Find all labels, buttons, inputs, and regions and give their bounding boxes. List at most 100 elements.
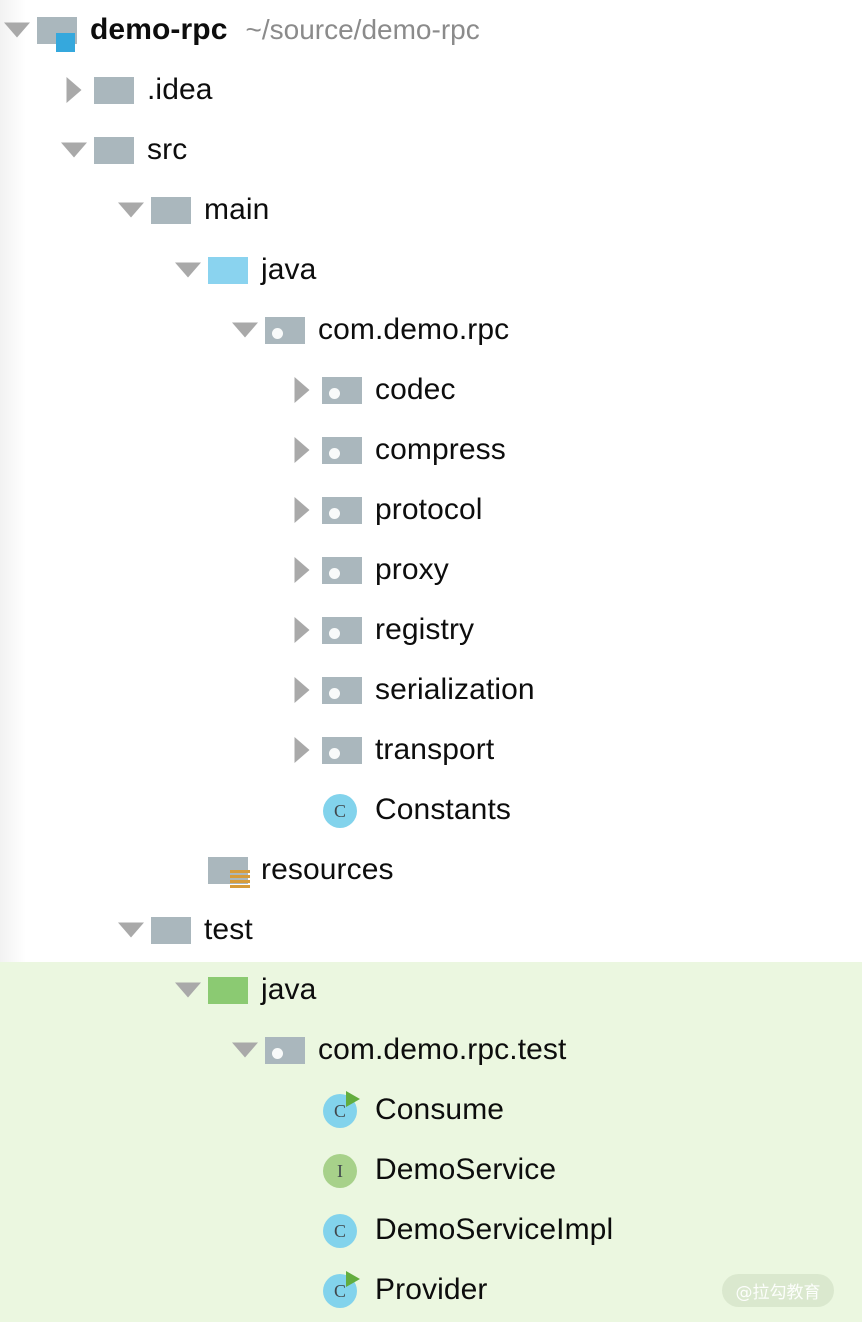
tree-row[interactable]: com.demo.rpc [0, 300, 862, 360]
source-root-folder-icon [205, 240, 253, 300]
chevron-right-icon[interactable] [285, 480, 319, 540]
twisty-placeholder [285, 1140, 319, 1200]
indent-spacer [0, 780, 285, 840]
java-class-icon: C [319, 1200, 367, 1260]
folder-icon [91, 60, 139, 120]
test-scope-highlight-band [0, 962, 862, 1322]
twisty-placeholder [285, 780, 319, 840]
resources-badge-icon [230, 870, 250, 889]
package-folder-icon [319, 360, 367, 420]
java-runnable-class-icon: C [319, 1080, 367, 1140]
tree-row[interactable]: com.demo.rpc.test [0, 1020, 862, 1080]
tree-row[interactable]: test [0, 900, 862, 960]
indent-spacer [0, 240, 171, 300]
chevron-down-icon[interactable] [57, 120, 91, 180]
indent-spacer [0, 1080, 285, 1140]
tree-row-label: transport [375, 733, 495, 766]
chevron-down-icon[interactable] [171, 960, 205, 1020]
java-interface-icon: I [319, 1140, 367, 1200]
tree-row-label: proxy [375, 553, 449, 586]
indent-spacer [0, 480, 285, 540]
tree-row-label: serialization [375, 673, 535, 706]
tree-row[interactable]: serialization [0, 660, 862, 720]
tree-row-label: com.demo.rpc [318, 313, 510, 346]
chevron-down-icon[interactable] [114, 900, 148, 960]
test-source-root-folder-icon [205, 960, 253, 1020]
package-folder-icon [262, 1020, 310, 1080]
indent-spacer [0, 180, 114, 240]
indent-spacer [0, 720, 285, 780]
resources-folder-icon [205, 840, 253, 900]
indent-spacer [0, 1140, 285, 1200]
tree-row[interactable]: src [0, 120, 862, 180]
chevron-down-icon[interactable] [228, 1020, 262, 1080]
folder-icon [148, 900, 196, 960]
module-badge-icon [56, 33, 75, 52]
tree-row-label: registry [375, 613, 475, 646]
tree-row-label: java [261, 973, 317, 1006]
folder-icon [148, 180, 196, 240]
tree-row[interactable]: protocol [0, 480, 862, 540]
tree-row-label: Consume [375, 1093, 505, 1126]
tree-row-label: DemoService [375, 1153, 557, 1186]
tree-row[interactable]: codec [0, 360, 862, 420]
tree-row-label: java [261, 253, 317, 286]
chevron-right-icon[interactable] [285, 420, 319, 480]
package-folder-icon [319, 600, 367, 660]
folder-icon [91, 120, 139, 180]
chevron-right-icon[interactable] [285, 660, 319, 720]
run-arrow-badge-icon [346, 1271, 360, 1287]
tree-row[interactable]: main [0, 180, 862, 240]
tree-row-label: Provider [375, 1273, 488, 1306]
tree-row[interactable]: compress [0, 420, 862, 480]
indent-spacer [0, 360, 285, 420]
tree-row[interactable]: java [0, 240, 862, 300]
tree-row-label: com.demo.rpc.test [318, 1033, 567, 1066]
tree-row[interactable]: proxy [0, 540, 862, 600]
twisty-placeholder [285, 1200, 319, 1260]
tree-row-label: main [204, 193, 270, 226]
chevron-right-icon[interactable] [285, 600, 319, 660]
chevron-down-icon[interactable] [0, 0, 34, 60]
module-folder-icon [34, 0, 82, 60]
tree-row[interactable]: transport [0, 720, 862, 780]
tree-row[interactable]: .idea [0, 60, 862, 120]
chevron-right-icon[interactable] [57, 60, 91, 120]
chevron-right-icon[interactable] [285, 540, 319, 600]
chevron-down-icon[interactable] [228, 300, 262, 360]
tree-row-label: demo-rpc [90, 13, 228, 46]
indent-spacer [0, 1020, 228, 1080]
tree-row-label: src [147, 133, 188, 166]
watermark: @拉勾教育 [722, 1274, 834, 1307]
tree-row-label: protocol [375, 493, 483, 526]
indent-spacer [0, 1200, 285, 1260]
tree-row[interactable]: java [0, 960, 862, 1020]
chevron-right-icon[interactable] [285, 720, 319, 780]
package-folder-icon [319, 540, 367, 600]
java-runnable-class-icon: C [319, 1260, 367, 1320]
tree-row-label: codec [375, 373, 456, 406]
twisty-placeholder [285, 1080, 319, 1140]
java-class-icon: C [319, 780, 367, 840]
package-folder-icon [319, 420, 367, 480]
tree-row-path: ~/source/demo-rpc [245, 14, 480, 45]
package-folder-icon [319, 480, 367, 540]
tree-row-label: compress [375, 433, 506, 466]
indent-spacer [0, 600, 285, 660]
tree-row[interactable]: resources [0, 840, 862, 900]
chevron-down-icon[interactable] [114, 180, 148, 240]
indent-spacer [0, 1260, 285, 1320]
tree-row-label: .idea [147, 73, 213, 106]
chevron-right-icon[interactable] [285, 360, 319, 420]
indent-spacer [0, 540, 285, 600]
indent-spacer [0, 840, 171, 900]
tree-row[interactable]: demo-rpc ~/source/demo-rpc [0, 0, 862, 60]
tree-row[interactable]: registry [0, 600, 862, 660]
chevron-down-icon[interactable] [171, 240, 205, 300]
